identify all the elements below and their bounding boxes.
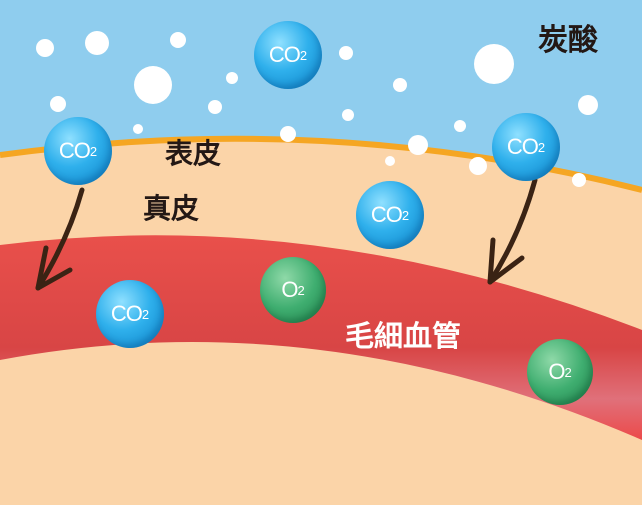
carbonic-acid-label: 炭酸 (538, 23, 598, 58)
carbonic-water-region (0, 0, 642, 190)
bubble (342, 109, 354, 121)
epidermis-label: 表皮 (165, 137, 222, 170)
bubbles (36, 31, 598, 187)
bubble (36, 39, 54, 57)
arrow-down-left (487, 177, 538, 285)
bubble (408, 135, 428, 155)
dermis-label: 真皮 (143, 192, 200, 225)
bubble (385, 156, 395, 166)
arrow-down-left (35, 187, 85, 291)
bubble (454, 120, 466, 132)
bubble (85, 31, 109, 55)
bubble (280, 126, 296, 142)
bubble (50, 96, 66, 112)
bubble (133, 124, 143, 134)
bubble (134, 66, 172, 104)
bubble (469, 157, 487, 175)
bubble (578, 95, 598, 115)
bubble (208, 100, 222, 114)
capillary-label: 毛細血管 (345, 319, 462, 353)
bubble (170, 32, 186, 48)
bubble (339, 46, 353, 60)
bubble (226, 72, 238, 84)
bubble (393, 78, 407, 92)
capillary-vessel (0, 235, 642, 440)
bubble (474, 44, 514, 84)
bubble (572, 173, 586, 187)
